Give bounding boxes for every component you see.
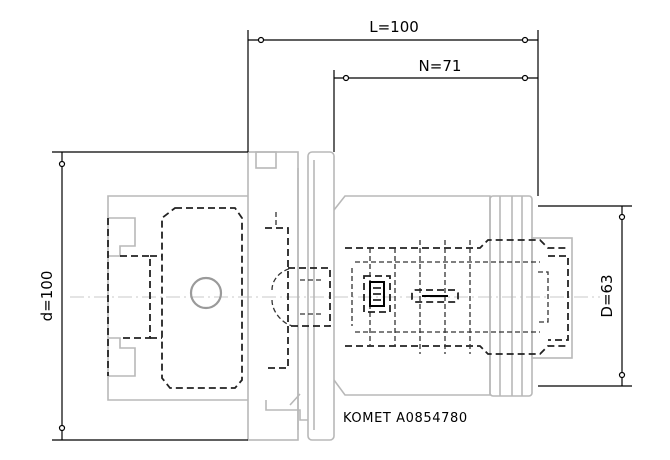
nose-ring	[489, 195, 533, 397]
tool-body	[107, 151, 573, 441]
part-number-label: KOMET A0854780	[343, 411, 468, 426]
dim-d-label: d=100	[38, 271, 56, 322]
dimension-lines	[52, 30, 632, 441]
clamp-screw	[363, 275, 391, 313]
dim-N-label: N=71	[419, 57, 462, 75]
front-insert	[531, 237, 573, 359]
dim-D-label: D=63	[598, 274, 616, 317]
collar	[307, 151, 335, 441]
dim-L-label: L=100	[369, 18, 419, 36]
draw-bolt	[288, 267, 331, 327]
hidden-features	[107, 207, 569, 389]
bore-bottom	[345, 345, 568, 355]
shank-outline	[107, 195, 248, 401]
pin-slot	[411, 289, 459, 303]
flange	[247, 151, 299, 441]
shank-cavity	[161, 207, 243, 389]
cross-hole	[189, 276, 223, 310]
bore-top	[345, 239, 568, 249]
